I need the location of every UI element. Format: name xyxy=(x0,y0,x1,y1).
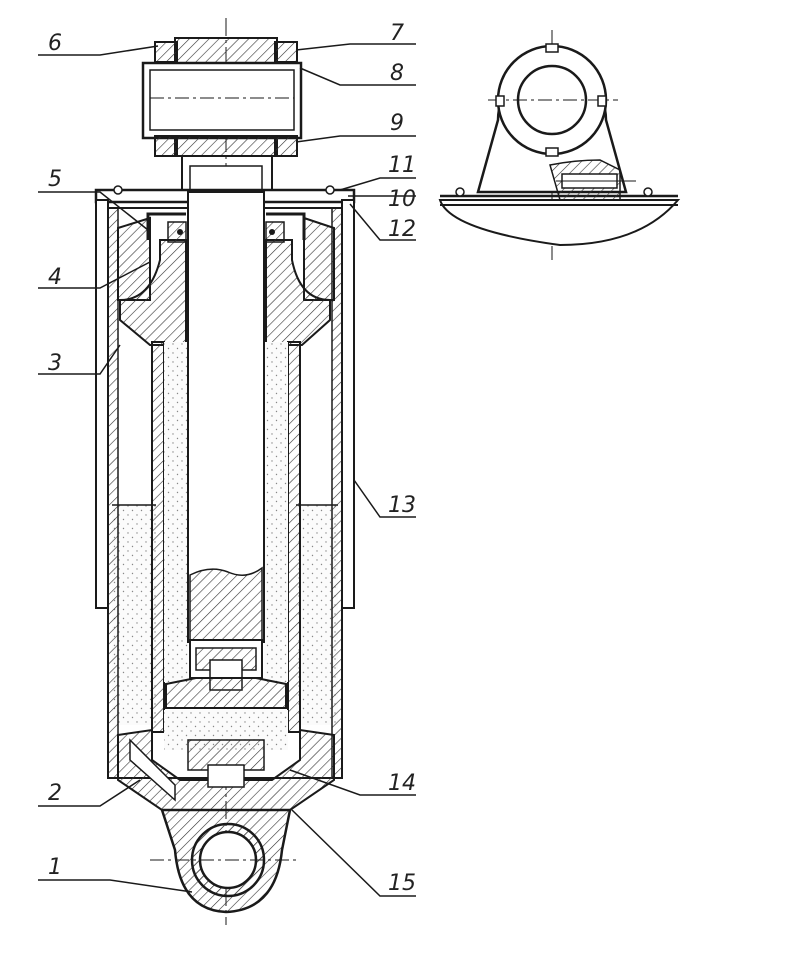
rod-guide-assembly xyxy=(117,212,335,346)
callout-7: 7 xyxy=(390,21,404,46)
side-view-top-mount xyxy=(438,30,681,260)
callout-4: 4 xyxy=(48,265,62,290)
base-valve xyxy=(117,728,335,811)
callout-9: 9 xyxy=(390,111,404,136)
top-eye-assembly xyxy=(141,37,303,193)
callout-8: 8 xyxy=(390,61,404,86)
callout-15: 15 xyxy=(388,871,416,896)
callout-10: 10 xyxy=(388,187,416,212)
callout-5: 5 xyxy=(48,167,62,192)
bottom-eye xyxy=(150,808,300,914)
piston-valve xyxy=(165,639,287,709)
callout-3: 3 xyxy=(48,351,62,376)
callout-11: 11 xyxy=(388,153,416,178)
leader-lines xyxy=(38,43,416,897)
pressure-tube xyxy=(151,341,301,750)
callout-1: 1 xyxy=(48,855,62,880)
piston-rod xyxy=(187,191,265,643)
callout-6: 6 xyxy=(48,31,62,56)
callout-13: 13 xyxy=(388,493,416,518)
callout-14: 14 xyxy=(388,771,416,796)
callout-12: 12 xyxy=(388,217,416,242)
callout-labels: 6 7 8 9 11 10 12 5 4 3 13 2 14 1 15 xyxy=(48,21,416,896)
callout-2: 2 xyxy=(48,781,62,806)
